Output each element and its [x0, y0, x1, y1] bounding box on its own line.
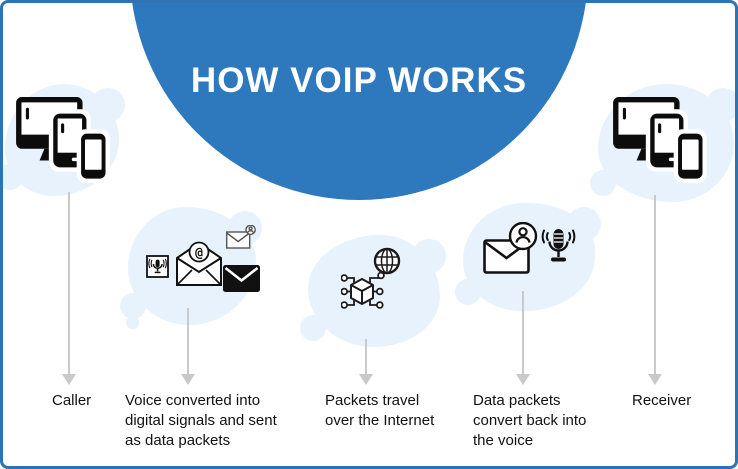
voice-to-packets-icons: @ [146, 225, 260, 292]
down-arrow-icon [515, 291, 531, 385]
globe-icon [373, 247, 401, 275]
phone-icon [673, 129, 707, 183]
step-label-receiver: Receiver [632, 392, 692, 409]
data-packet-network-icon [341, 247, 401, 309]
step-label-packets-convert: Data packets convert back into the voice [473, 392, 587, 449]
sealed-envelope-icon [223, 265, 260, 292]
mail-user-icon [225, 225, 256, 249]
mail-user-icon [483, 222, 538, 274]
page-title: HOW VOIP WORKS [190, 61, 528, 100]
down-arrow-icon [358, 339, 374, 385]
step-label-voice-conversion: Voice converted into digital signals and… [125, 392, 277, 449]
phone-icon [76, 129, 110, 183]
down-arrow-icon [647, 195, 663, 385]
down-arrow-icon [61, 192, 77, 385]
devices-icon [613, 97, 707, 183]
step-label-caller: Caller [52, 392, 92, 409]
microphone-icon [541, 229, 576, 262]
network-nodes [341, 271, 385, 309]
voice-recording-icon [146, 255, 169, 278]
packet-cube-icon [350, 278, 374, 305]
cloud-packets-travel [300, 235, 446, 347]
svg-text:@: @ [195, 246, 203, 261]
cloud-bubble [126, 316, 139, 329]
email-at-icon: @ [176, 241, 222, 286]
step-label-packets-travel: Packets travel over the Internet [325, 392, 435, 429]
down-arrow-icon [180, 308, 196, 385]
header-semicircle [130, 3, 588, 200]
devices-icon [16, 97, 110, 183]
packets-to-voice-icons [483, 222, 576, 274]
